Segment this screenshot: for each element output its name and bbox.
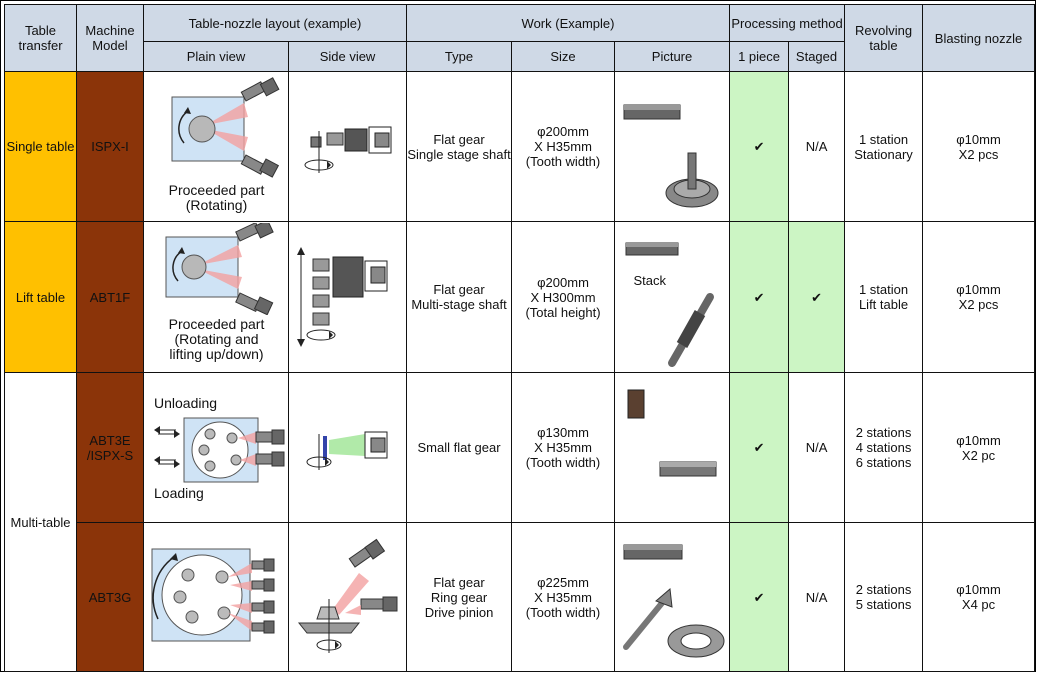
nozzle-icon: [255, 451, 285, 466]
nozzle-value: φ10mm X4 pc: [922, 522, 1036, 672]
header-size: Size: [511, 41, 616, 72]
side-view-cell: [287, 71, 408, 222]
header-nozzle: Blasting nozzle: [922, 4, 1036, 72]
nozzle-icon: [240, 76, 280, 102]
nozzle-icon: [251, 558, 275, 634]
picture-cell: [614, 372, 731, 523]
table-row: ABT3G: [5, 522, 1036, 672]
gear-icon: [667, 293, 714, 367]
revolving-value: 2 stations 4 stations 6 stations: [844, 372, 924, 523]
plain-view-cell: [143, 522, 289, 672]
work-type: Flat gear Ring gear Drive pinion: [406, 522, 513, 672]
transfer-arrow-icon: [154, 425, 180, 468]
side-view-diagram: [306, 431, 388, 470]
nozzle-value: φ10mm X2 pcs: [922, 71, 1036, 222]
work-size: φ200mm X H300mm (Total height): [511, 221, 616, 373]
plain-view-diagram: [151, 548, 275, 642]
check-icon: ✔: [729, 522, 790, 672]
rotation-arrow-icon: [327, 160, 331, 169]
gear-icon: [622, 544, 725, 658]
header-processing: Processing method: [729, 4, 846, 42]
header-table-transfer: Table transfer: [4, 4, 77, 72]
work-type: Small flat gear: [406, 372, 513, 523]
header-revolving: Revolving table: [844, 4, 924, 72]
header-side-view: Side view: [287, 41, 408, 72]
model-ispx-i: ISPX-I: [76, 71, 144, 222]
picture-cell: Stack: [614, 221, 731, 373]
side-view-cell: [287, 372, 408, 523]
model-abt1f: ABT1F: [76, 221, 144, 373]
nozzle-icon: [240, 153, 280, 178]
nozzle-value: φ10mm X2 pc: [922, 372, 1036, 523]
work-size: φ130mm X H35mm (Tooth width): [511, 372, 616, 523]
revolving-value: 1 station Lift table: [844, 221, 924, 373]
header-plain-view: Plain view: [143, 41, 289, 72]
header-one-piece: 1 piece: [729, 41, 790, 72]
nozzle-icon: [255, 429, 285, 444]
check-icon: ✔: [729, 372, 790, 523]
picture-cell: [614, 71, 731, 222]
table-row: Multi-table ABT3E /ISPX-S Unloading: [4, 372, 1036, 672]
plain-view-bottom-label: Loading: [154, 484, 204, 501]
header-machine-model: Machine Model: [76, 4, 144, 72]
nozzle-icon: [235, 223, 274, 242]
work-type: Flat gear Single stage shaft: [406, 71, 513, 222]
header-type: Type: [406, 41, 513, 72]
gear-icon: [623, 104, 719, 207]
nozzle-icon: [360, 596, 398, 612]
nozzle-icon: [235, 292, 274, 315]
staged-value: N/A: [788, 522, 846, 672]
plain-view-diagram: [171, 76, 280, 178]
nozzle-icon: [348, 538, 386, 568]
plain-view-cell: Proceeded part (Rotating): [143, 71, 289, 222]
rotation-arrow-icon: [329, 331, 333, 339]
work-size: φ200mm X H35mm (Tooth width): [511, 71, 616, 222]
work-size: φ225mm X H35mm (Tooth width): [511, 522, 616, 672]
gear-icon: [627, 389, 717, 476]
model-abt3g: ABT3G: [76, 522, 144, 672]
group-single-table: Single table: [4, 71, 77, 222]
plain-view-cell: Proceeded part (Rotating and lifting up/…: [143, 221, 289, 373]
side-view-cell: [287, 221, 408, 373]
plain-view-top-label: Unloading: [154, 394, 218, 411]
side-view-diagram: [304, 126, 392, 173]
plain-view-diagram: [165, 223, 274, 315]
check-icon: ✔: [729, 71, 790, 222]
rotation-arrow-icon: [335, 641, 339, 649]
nozzle-value: φ10mm X2 pcs: [922, 221, 1036, 373]
plain-view-caption: Proceeded part (Rotating and lifting up/…: [168, 316, 265, 362]
plain-view-caption: Proceeded part (Rotating): [168, 181, 265, 213]
side-view-cell: [287, 522, 408, 672]
side-view-diagram: [297, 538, 398, 653]
staged-value: N/A: [788, 372, 846, 523]
revolving-value: 1 station Stationary: [844, 71, 924, 222]
check-icon: ✔: [729, 221, 790, 373]
header-staged: Staged: [788, 41, 846, 72]
group-multi-table: Multi-table: [4, 372, 77, 672]
work-type: Flat gear Multi-stage shaft: [406, 221, 513, 373]
group-lift-table: Lift table: [4, 221, 77, 373]
machine-spec-table: Table transfer Machine Model Table-nozzl…: [4, 4, 1036, 672]
header-layout: Table-nozzle layout (example): [142, 4, 408, 42]
picture-label: Stack: [633, 273, 667, 288]
model-abt3e-ispx-s: ABT3E /ISPX-S: [76, 372, 144, 523]
picture-cell: [614, 522, 731, 672]
table-row: Lift table ABT1F: [4, 221, 1036, 373]
table-row: Single table ISPX-I: [4, 71, 1036, 222]
gear-icon: [625, 242, 679, 256]
revolving-value: 2 stations 5 stations: [844, 522, 924, 672]
check-icon: ✔: [788, 221, 846, 373]
rotation-arrow-icon: [325, 457, 329, 466]
side-view-diagram: [297, 247, 388, 347]
staged-value: N/A: [788, 71, 846, 222]
plain-view-diagram: [154, 417, 285, 482]
header-work: Work (Example): [406, 4, 731, 42]
plain-view-cell: Unloading: [143, 372, 289, 523]
header-picture: Picture: [614, 41, 731, 72]
